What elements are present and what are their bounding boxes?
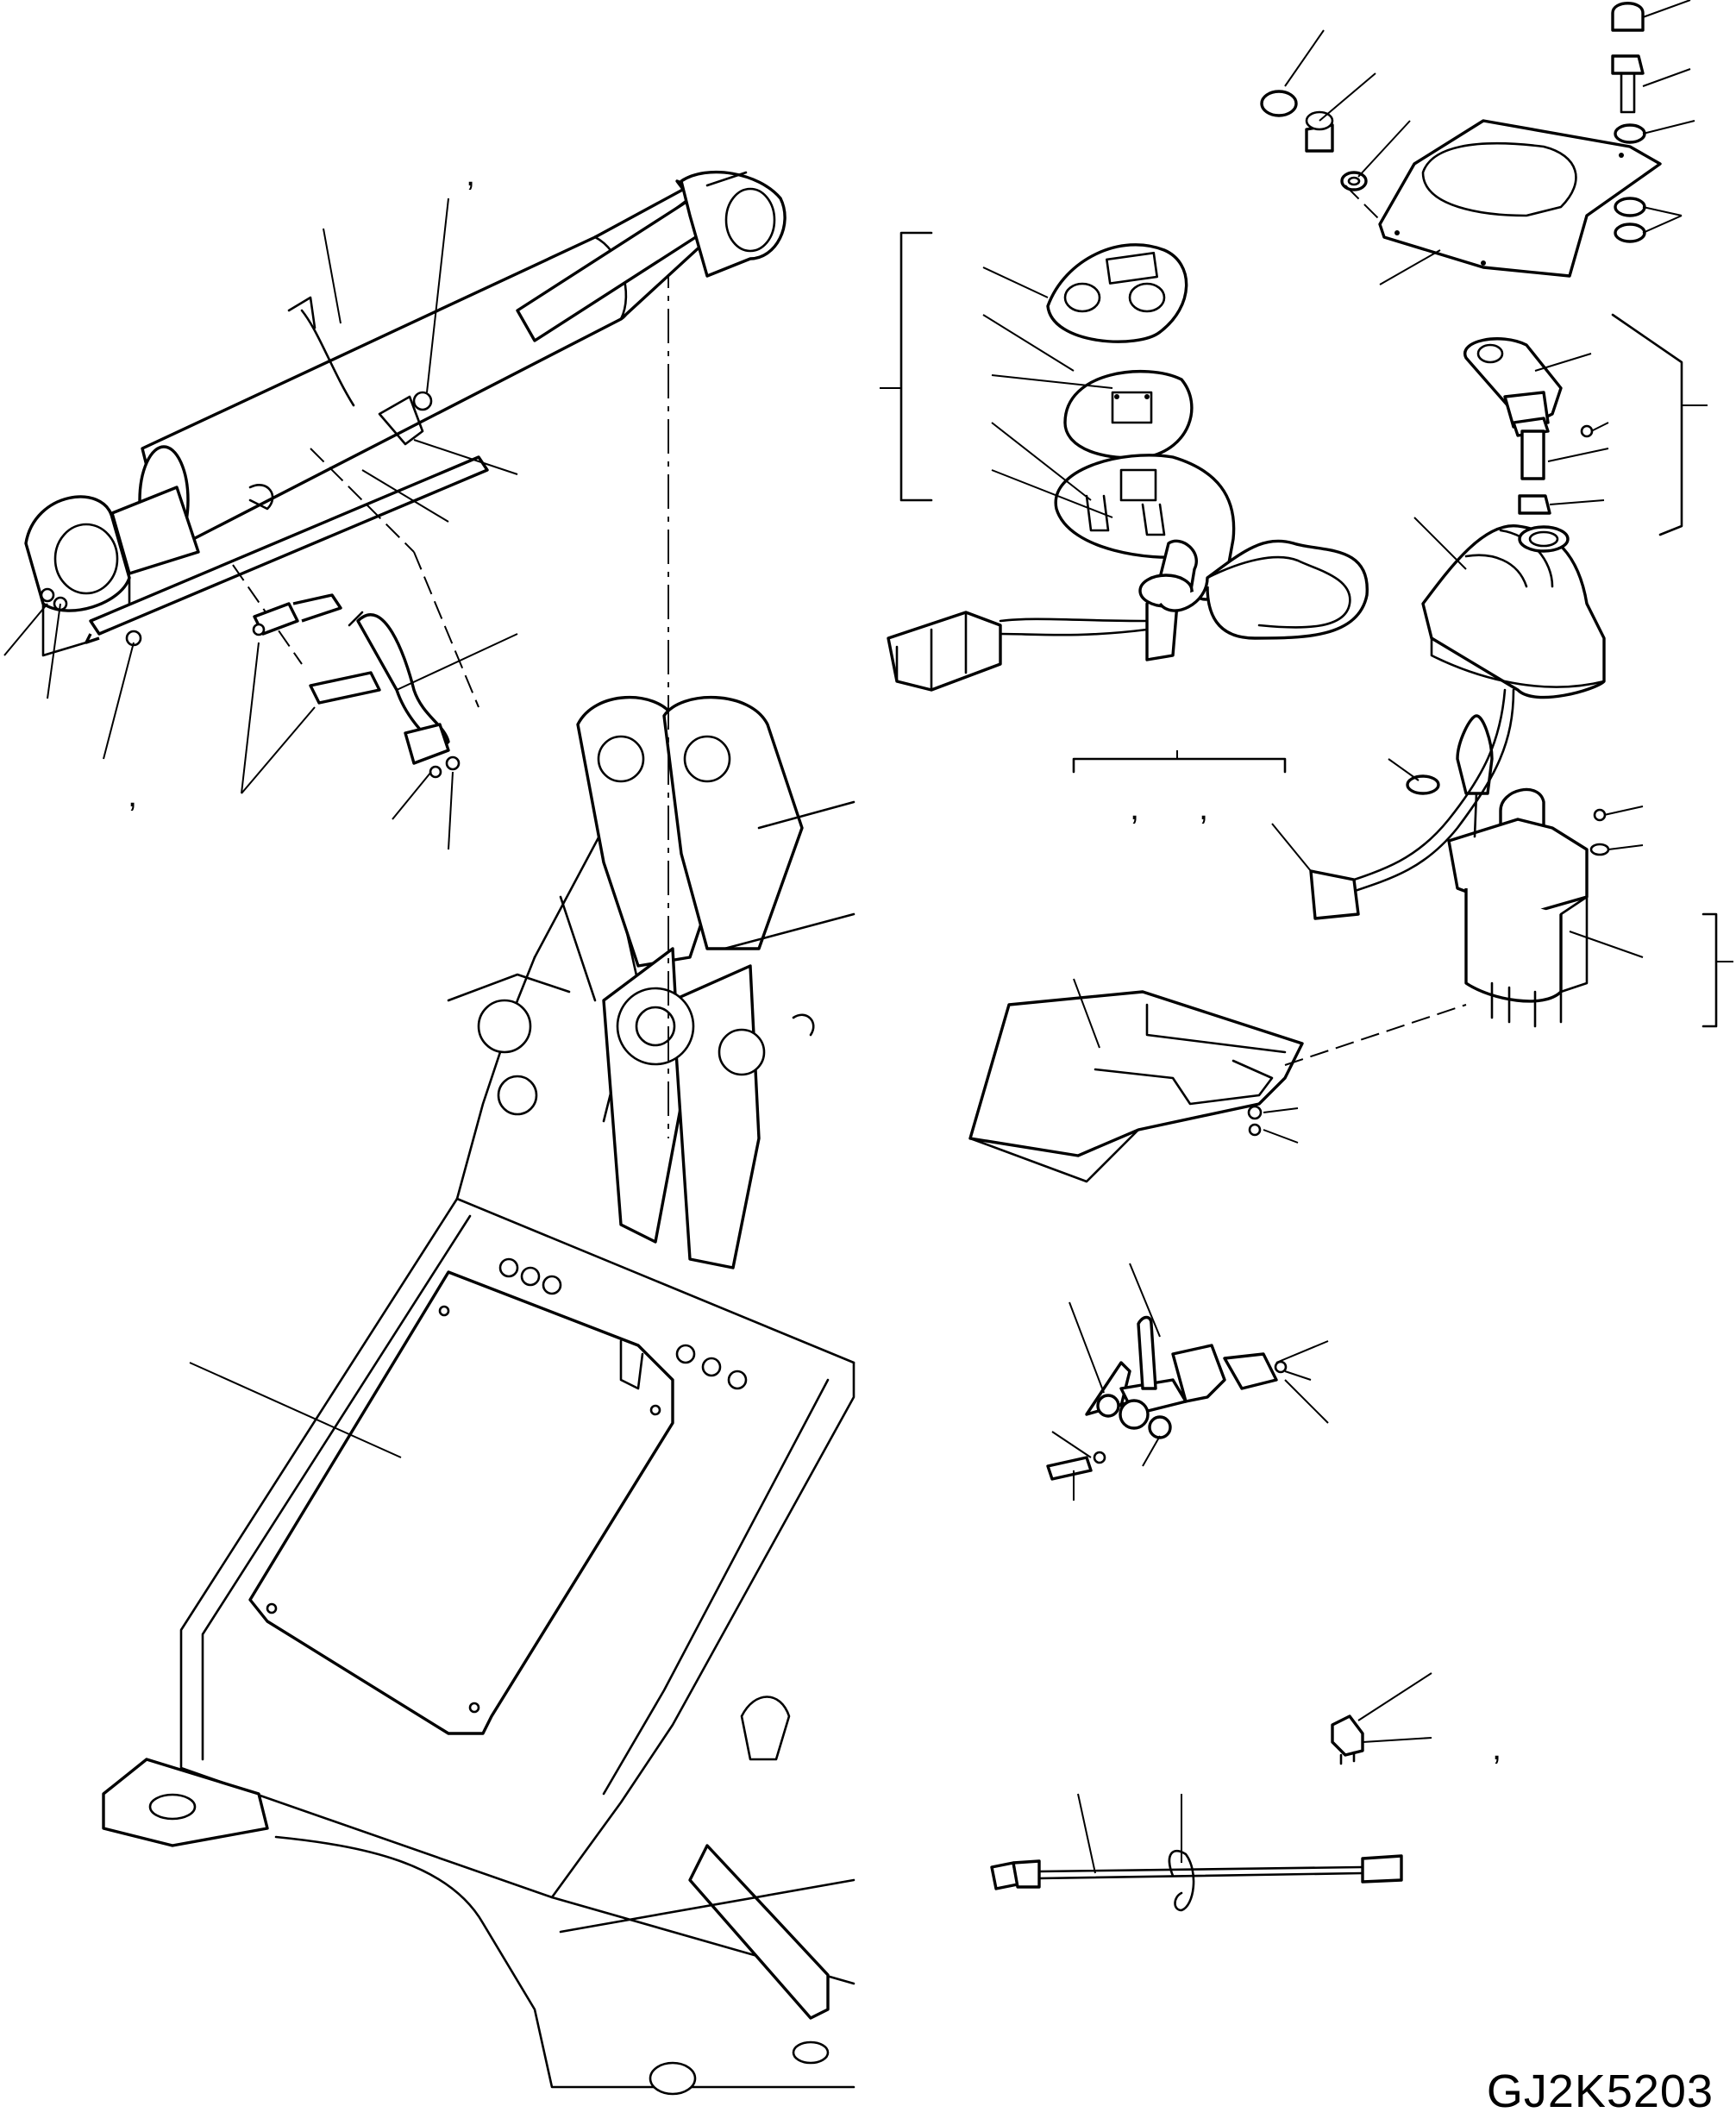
control-handle-assembly (880, 231, 1369, 692)
cylinder-brackets (232, 448, 518, 850)
cap-and-bolt-set (1260, 0, 1695, 285)
wiring-harness (990, 1793, 1403, 1912)
comma-mark: , (128, 776, 137, 814)
comma-mark: , (1130, 789, 1139, 827)
access-cover-plate (189, 1270, 674, 1735)
comma-marks: , , , , , (128, 155, 1501, 1767)
pilot-valve (1072, 688, 1733, 1028)
switch-bracket-assembly (1046, 1263, 1329, 1501)
joystick-lever (1463, 313, 1708, 536)
drawing-code: GJ2K5203 (1486, 2065, 1714, 2117)
hydraulic-cylinder (3, 170, 787, 760)
valve-cover-plate (968, 978, 1467, 1183)
rubber-boot (1413, 517, 1606, 699)
comma-mark: , (1492, 1729, 1501, 1767)
comma-mark: , (1199, 789, 1208, 827)
relay (1331, 1672, 1432, 1765)
boom-frame (102, 695, 855, 2096)
comma-mark: , (466, 155, 475, 193)
